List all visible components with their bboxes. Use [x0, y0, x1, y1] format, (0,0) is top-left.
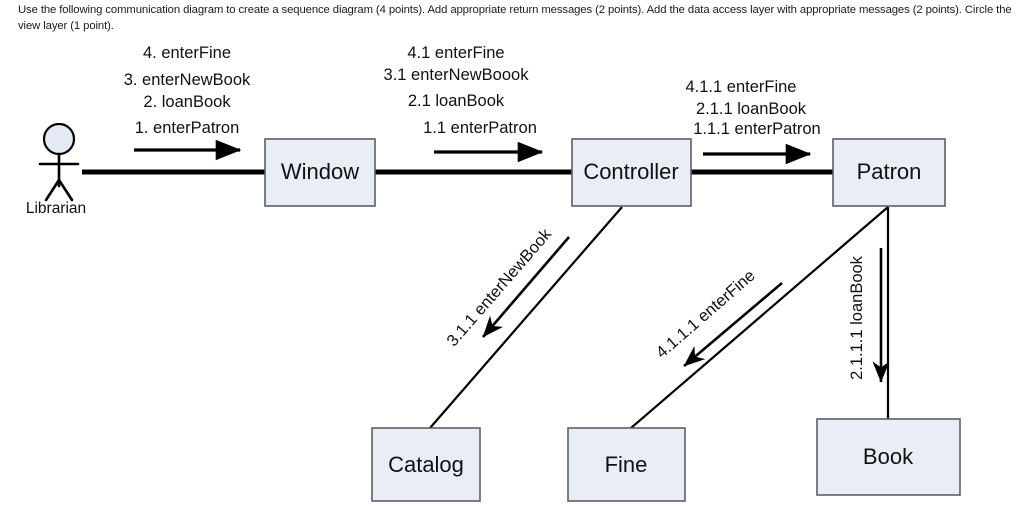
- node-catalog-label: Catalog: [388, 452, 464, 477]
- association-links-secondary: [429, 206, 890, 429]
- message-arrow-patron-fine: [683, 282, 783, 367]
- node-patron[interactable]: Patron: [832, 138, 946, 207]
- actor-leg-right: [57, 178, 74, 202]
- message-group-controller-to-patron: 4.1.1 enterFine 2.1.1 loanBook 1.1.1 ent…: [686, 78, 821, 165]
- message-label: 4.1.1 enterFine: [686, 78, 797, 96]
- node-patron-label: Patron: [857, 159, 922, 184]
- actor-head-icon: [42, 122, 76, 156]
- message-group-window-to-controller: 4.1 enterFine 3.1 enterNewBoook 2.1 loan…: [384, 44, 544, 163]
- node-catalog-box[interactable]: [371, 427, 481, 502]
- message-label: 2.1.1.1 loanBook: [848, 255, 866, 380]
- actor-librarian: Librarian: [26, 122, 86, 217]
- message-patron-to-book: 2.1.1.1 loanBook: [848, 248, 890, 383]
- message-label: 3.1.1 enterNewBook: [443, 225, 555, 350]
- node-book-box[interactable]: [816, 418, 961, 496]
- link-controller-catalog: [429, 206, 623, 429]
- message-label: 4. enterFine: [143, 44, 231, 62]
- message-label: 2. loanBook: [143, 93, 231, 111]
- node-window-box[interactable]: [264, 138, 376, 207]
- node-fine-box[interactable]: [567, 427, 686, 502]
- message-label: 3. enterNewBook: [124, 71, 251, 89]
- link-patron-fine: [630, 206, 889, 429]
- node-window-label: Window: [281, 159, 359, 184]
- instructions-text: Use the following communication diagram …: [18, 4, 1012, 32]
- node-controller-label: Controller: [583, 159, 678, 184]
- message-arrow-controller-catalog: [482, 236, 570, 338]
- message-label: 1.1.1 enterPatron: [693, 120, 821, 138]
- node-book[interactable]: Book: [816, 418, 961, 496]
- node-book-label: Book: [863, 444, 914, 469]
- node-catalog[interactable]: Catalog: [371, 427, 481, 502]
- message-label: 3.1 enterNewBoook: [384, 66, 530, 84]
- node-fine-label: Fine: [605, 452, 648, 477]
- node-controller-box[interactable]: [571, 138, 692, 207]
- message-controller-to-catalog: 3.1.1 enterNewBook: [443, 225, 570, 350]
- message-label: 4.1 enterFine: [407, 44, 504, 62]
- actor-label: Librarian: [26, 200, 86, 217]
- message-label: 2.1 loanBook: [408, 92, 505, 110]
- message-label: 2.1.1 loanBook: [696, 100, 807, 118]
- actor-leg-left: [44, 178, 61, 202]
- node-window[interactable]: Window: [264, 138, 376, 207]
- message-label: 1. enterPatron: [135, 119, 240, 137]
- message-group-librarian-to-window: 4. enterFine 3. enterNewBook 2. loanBook…: [124, 44, 251, 161]
- message-label: 1.1 enterPatron: [423, 119, 537, 137]
- node-controller[interactable]: Controller: [571, 138, 692, 207]
- node-fine[interactable]: Fine: [567, 427, 686, 502]
- node-patron-box[interactable]: [832, 138, 946, 207]
